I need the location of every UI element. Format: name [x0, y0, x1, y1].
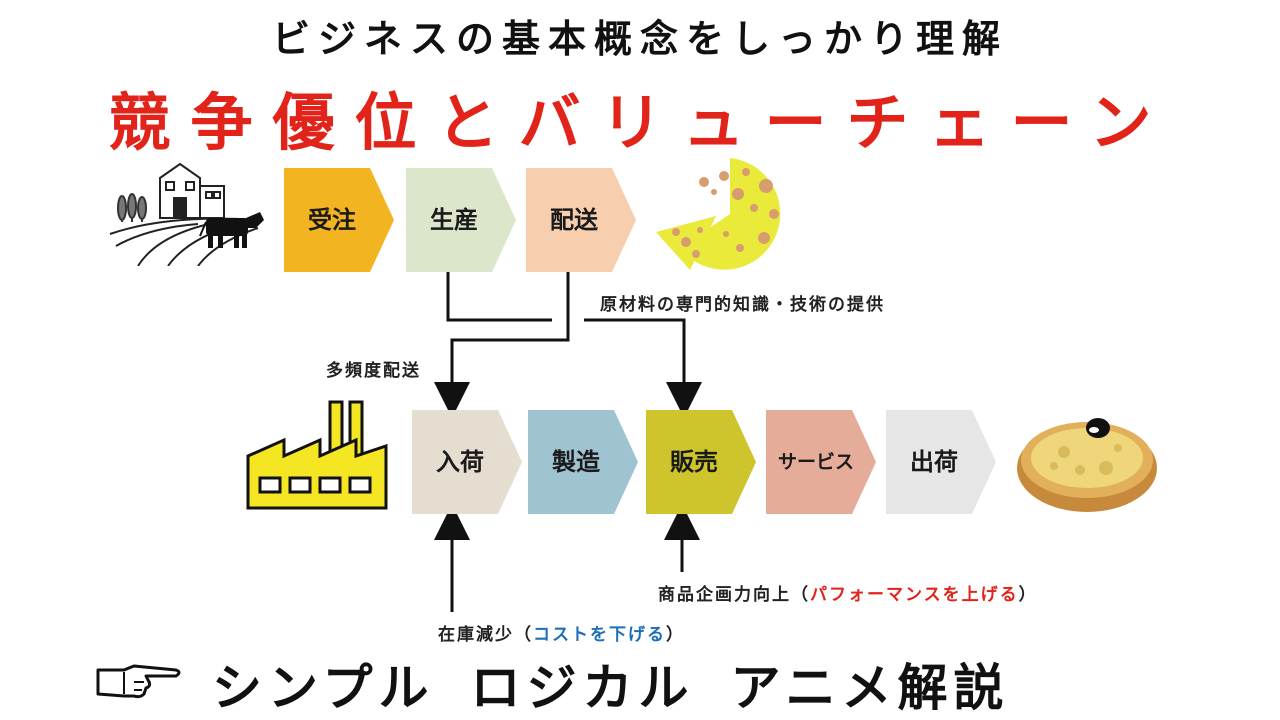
chevron-shape: [526, 168, 636, 272]
cheese-tart-icon: [1017, 418, 1157, 512]
chain-step-sales: 販売: [646, 410, 756, 514]
chain-step-label: 受注: [308, 206, 356, 234]
chevron-shape: [646, 410, 756, 514]
chevron-shape: [886, 410, 996, 514]
chain-step-label: 出荷: [910, 448, 958, 476]
farm-icon: [109, 162, 264, 266]
footer-tagline: シンプルロジカルアニメ解説: [212, 648, 1046, 720]
footer-word-simple: シンプル: [212, 659, 435, 717]
chain-step-manufacturing: 製造: [528, 410, 638, 514]
chevron-shape: [406, 168, 516, 272]
chain-step-shipping: 出荷: [886, 410, 996, 514]
chevron-shape: [412, 410, 522, 514]
chain-step-label: サービス: [777, 451, 854, 473]
footer-word-anime: アニメ解説: [730, 659, 1010, 717]
chain-step-order: 受注: [284, 168, 394, 272]
note-inventory-reduction: 在庫減少（コストを下げる）: [438, 625, 685, 645]
note-expertise: 原材料の専門的知識・技術の提供: [600, 295, 885, 315]
chevron-shape: [284, 168, 394, 272]
cheese-icon: [656, 158, 781, 270]
cost-highlight: コストを下げる: [533, 625, 666, 645]
chevron-shape: [766, 410, 876, 514]
chain-step-label: 製造: [552, 448, 600, 476]
subtitle: ビジネスの基本概念をしっかり理解: [271, 17, 1008, 61]
page-title: 競争優位とバリューチェーン: [108, 86, 1172, 159]
chain-step-label: 生産: [430, 206, 478, 234]
footer-word-logical: ロジカル: [470, 659, 695, 717]
chain-step-label: 配送: [550, 206, 598, 234]
chain-step-delivery: 配送: [526, 168, 636, 272]
performance-highlight: パフォーマンスを上げる: [810, 585, 1019, 605]
note-product-planning: 商品企画力向上（パフォーマンスを上げる）: [658, 585, 1038, 605]
note-frequent-delivery: 多頻度配送: [326, 361, 421, 381]
chain-step-inbound: 入荷: [412, 410, 522, 514]
chevron-shape: [528, 410, 638, 514]
pointing-hand-icon: [96, 664, 181, 699]
chain-step-label: 入荷: [436, 448, 484, 476]
factory-icon: [246, 400, 388, 510]
chain-step-production: 生産: [406, 168, 516, 272]
chain-step-label: 販売: [670, 448, 718, 476]
chain-step-service: サービス: [766, 410, 876, 514]
